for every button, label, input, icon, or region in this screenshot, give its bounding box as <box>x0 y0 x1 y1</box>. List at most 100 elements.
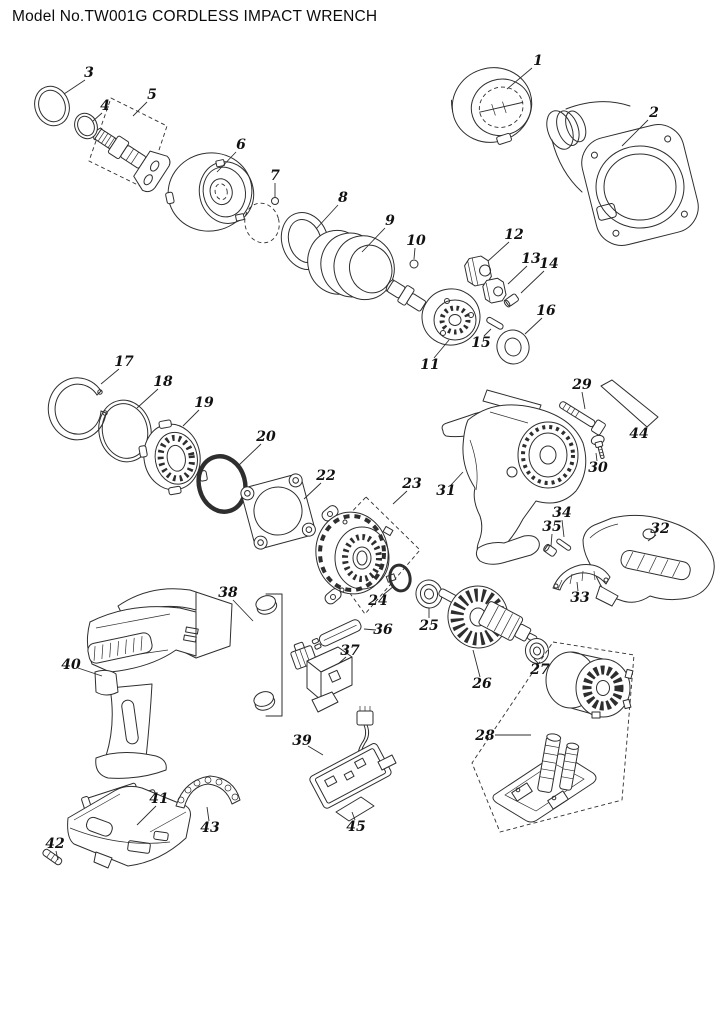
part-leader-10 <box>413 247 416 260</box>
part-29-bolt-drawing <box>559 401 606 436</box>
part-6-hammer-drawing <box>165 152 255 232</box>
part-leader-32 <box>647 534 657 542</box>
part-36-label-strip-drawing <box>311 619 362 650</box>
part-number-39: 39 <box>292 733 312 749</box>
part-number-3: 3 <box>84 65 94 81</box>
part-number-11: 11 <box>420 357 439 373</box>
part-leader-16 <box>524 317 543 335</box>
part-number-20: 20 <box>255 429 276 445</box>
part-number-2: 2 <box>648 105 659 121</box>
part-leader-26 <box>472 649 481 678</box>
part-number-7: 7 <box>270 168 280 184</box>
part-number-6: 6 <box>236 137 246 153</box>
part-leader-2 <box>621 119 649 147</box>
part-number-29: 29 <box>571 377 592 393</box>
part-23-bearing-retainer-assembly-drawing <box>315 496 421 615</box>
part-number-40: 40 <box>61 657 81 673</box>
part-leader-29 <box>581 391 586 410</box>
part-number-15: 15 <box>471 335 490 351</box>
part-number-38: 38 <box>218 585 238 601</box>
part-leader-6 <box>216 151 237 173</box>
part-number-24: 24 <box>367 593 387 609</box>
part-number-44: 44 <box>629 426 648 442</box>
part-number-1: 1 <box>533 53 543 69</box>
part-number-33: 33 <box>570 590 590 606</box>
part-34-pin-drawing <box>556 538 572 551</box>
part-number-23: 23 <box>401 476 422 492</box>
part-28-stator-assembly-drawing <box>471 641 635 833</box>
part-leader-3 <box>63 79 86 95</box>
part-4-ring-drawing <box>74 112 98 140</box>
part-number-17: 17 <box>114 354 134 370</box>
part-leader-19 <box>182 409 200 427</box>
part-number-42: 42 <box>45 836 65 852</box>
part-number-8: 8 <box>338 190 348 206</box>
part-39-controller-drawing <box>309 706 397 809</box>
part-26-armature-drawing <box>438 585 538 649</box>
page-title: Model No.TW001G CORDLESS IMPACT WRENCH <box>12 8 378 25</box>
part-leader-11 <box>433 339 450 359</box>
part-leader-8 <box>315 204 339 230</box>
part-number-35: 35 <box>542 519 561 535</box>
part-number-12: 12 <box>504 227 524 243</box>
part-leader-5 <box>132 101 148 117</box>
part-25-bearing-drawing <box>415 579 443 609</box>
part-13-bush-drawing <box>482 277 507 304</box>
part-9-spring-drawing <box>307 229 395 301</box>
part-number-34: 34 <box>552 505 571 521</box>
part-leader-22 <box>303 482 322 500</box>
part-leader-43 <box>206 806 210 822</box>
part-11-spindle-drawing <box>385 279 481 346</box>
part-7-washer-drawing <box>244 197 280 244</box>
part-leader-20 <box>237 443 262 467</box>
part-number-32: 32 <box>650 521 670 537</box>
part-leader-1 <box>506 67 533 90</box>
part-number-37: 37 <box>340 643 360 659</box>
part-number-14: 14 <box>539 256 558 272</box>
part-leader-13 <box>507 265 528 285</box>
part-leader-4 <box>92 112 103 122</box>
part-45-label-drawing <box>335 796 375 822</box>
part-35-cap-drawing <box>543 543 557 557</box>
part-leader-35 <box>550 533 553 547</box>
part-leader-33 <box>576 581 579 592</box>
part-number-16: 16 <box>536 303 556 319</box>
part-number-18: 18 <box>153 374 173 390</box>
part-leader-36 <box>363 628 377 631</box>
part-number-41: 41 <box>149 791 168 807</box>
part-number-43: 43 <box>200 820 220 836</box>
part-leader-15 <box>483 328 492 337</box>
part-33-bumper-strip-drawing <box>552 564 611 591</box>
part-leader-40 <box>77 667 103 677</box>
part-leader-27 <box>533 658 539 664</box>
part-leader-34 <box>561 519 565 538</box>
part-19-cam-ring-drawing <box>138 419 208 496</box>
part-number-9: 9 <box>385 213 395 229</box>
part-leader-24 <box>382 585 395 596</box>
part-number-10: 10 <box>406 233 426 249</box>
part-leader-23 <box>392 490 408 505</box>
part-number-26: 26 <box>471 676 492 692</box>
part-number-36: 36 <box>373 622 393 638</box>
part-number-5: 5 <box>147 87 157 103</box>
part-3-o-ring-drawing <box>34 85 70 127</box>
part-leader-9 <box>361 227 386 253</box>
part-18-ring-drawing <box>98 399 152 463</box>
part-24-o-ring-drawing <box>388 563 412 593</box>
part-2-hammer-case-drawing <box>546 101 699 246</box>
part-38-button-set-drawing <box>253 593 283 717</box>
part-16-washer-drawing <box>496 329 530 365</box>
part-40-housing-set-drawing <box>86 588 233 779</box>
part-leader-41 <box>136 805 157 826</box>
part-32-housing-cover-drawing <box>582 514 715 607</box>
part-number-13: 13 <box>521 251 541 267</box>
part-37-switch-drawing <box>290 641 353 713</box>
part-number-19: 19 <box>194 395 214 411</box>
part-leader-37 <box>337 656 347 665</box>
part-leader-45 <box>351 811 356 821</box>
part-14-pin-drawing <box>503 293 519 308</box>
part-leader-38 <box>232 599 254 622</box>
